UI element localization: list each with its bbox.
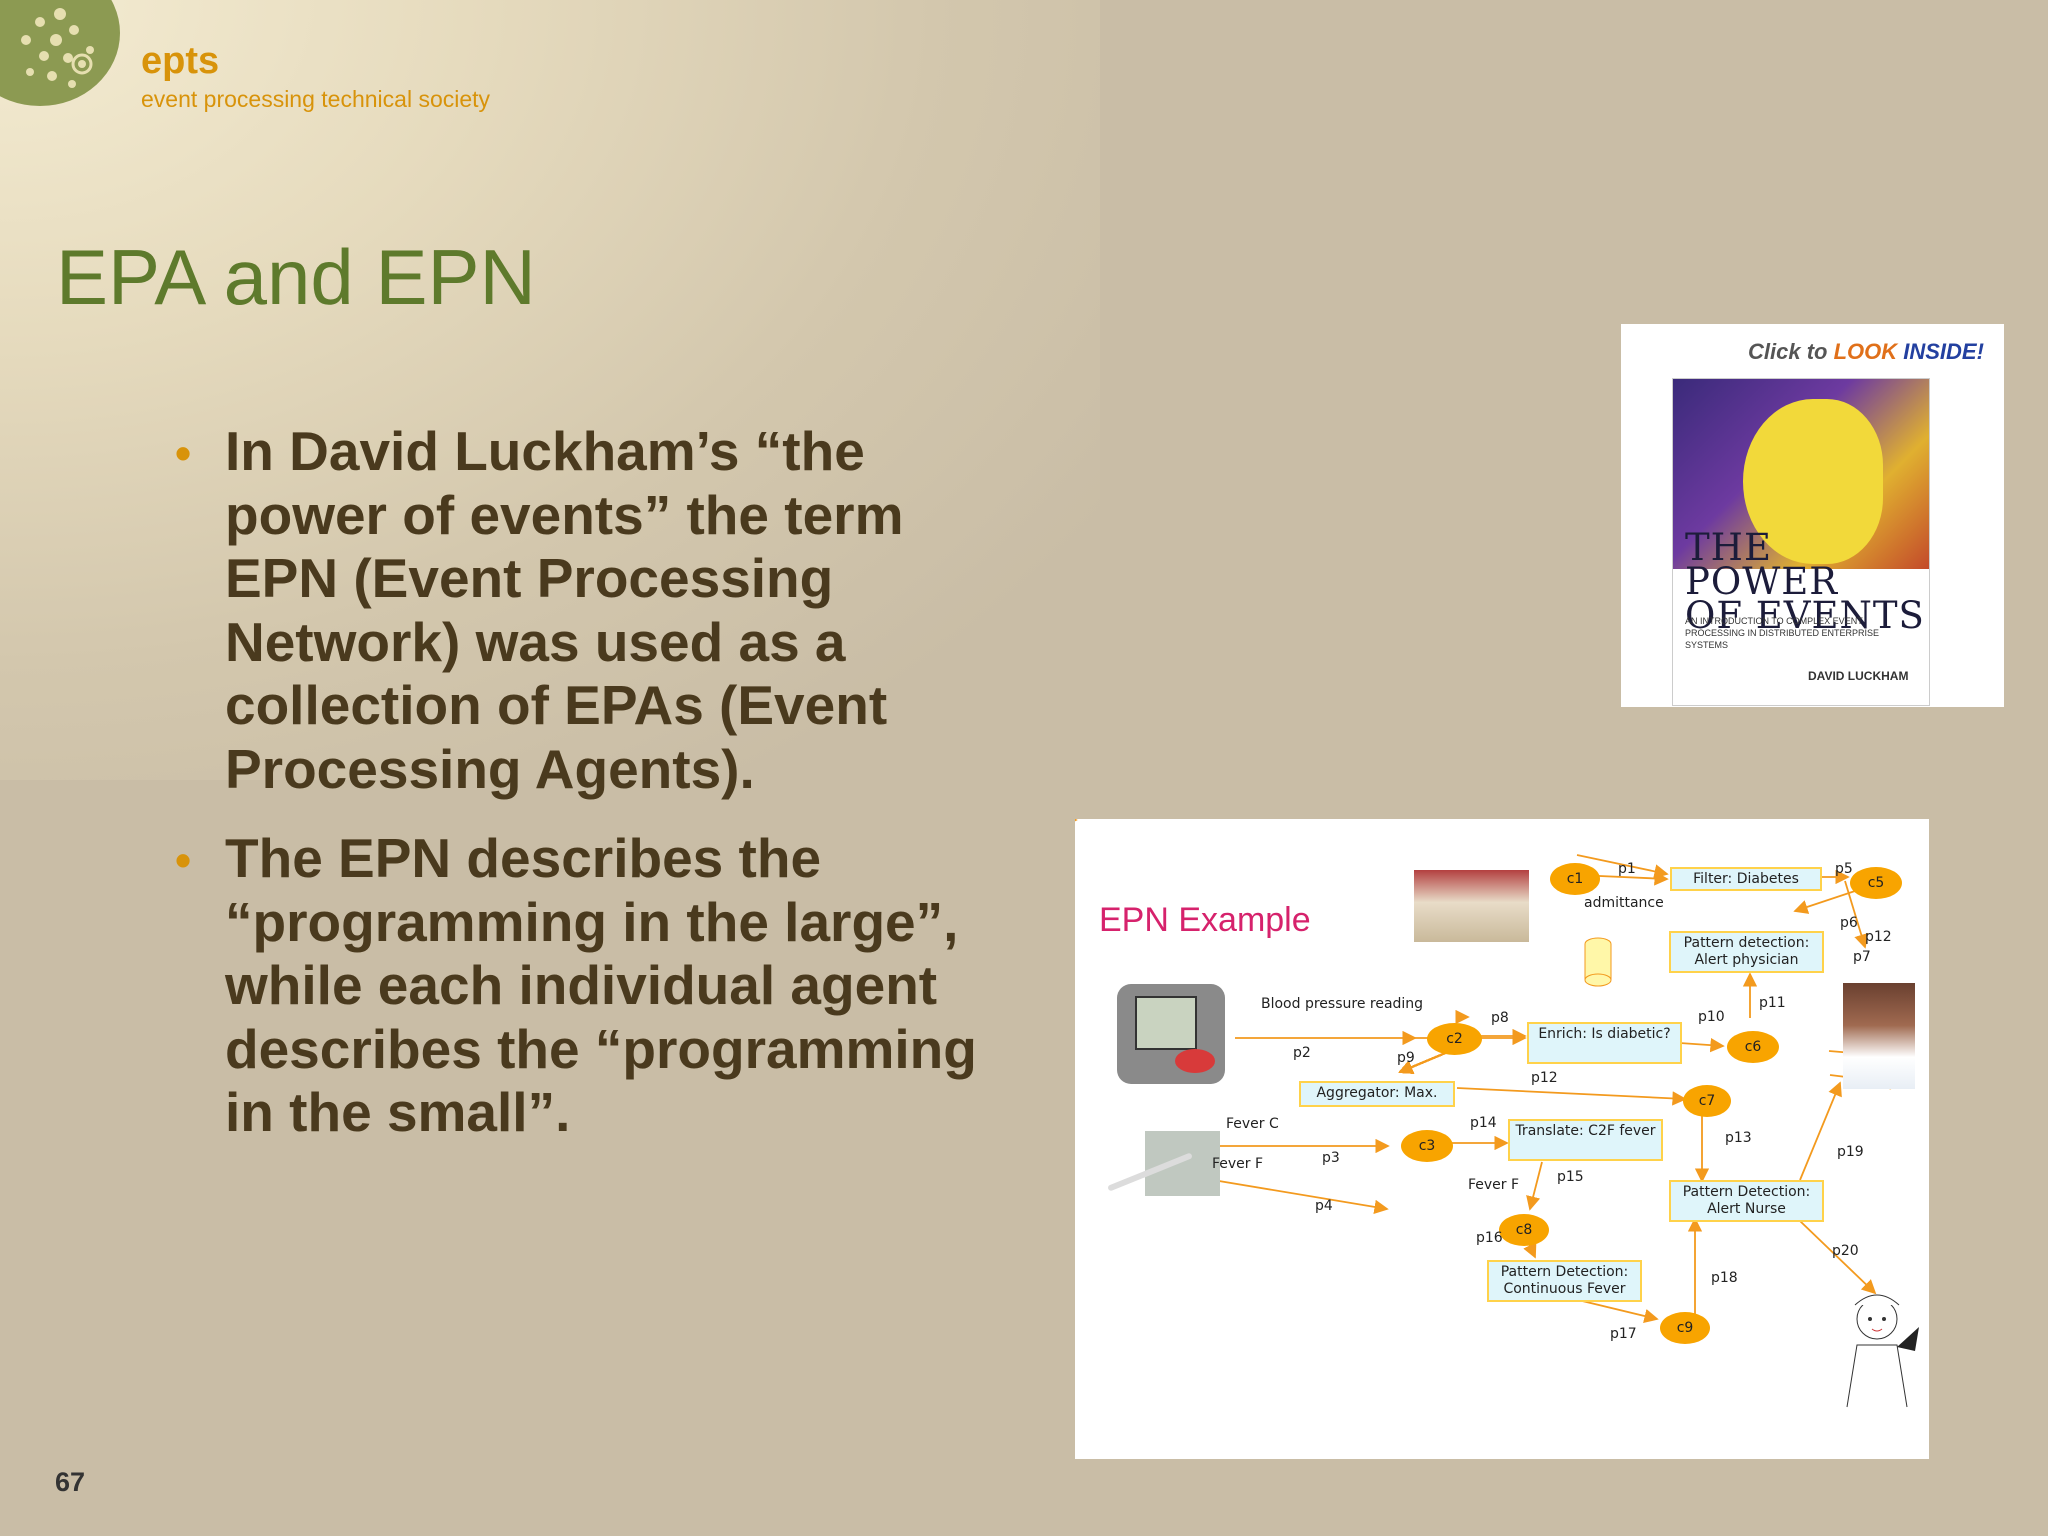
pipe-p20: p20: [1832, 1243, 1859, 1259]
channel-c5: c5: [1850, 867, 1902, 899]
aggregator-max-box: Aggregator: Max.: [1299, 1081, 1455, 1107]
pipe-p4: p4: [1315, 1198, 1333, 1214]
pipe-p15: p15: [1557, 1169, 1584, 1185]
look-inside-look: LOOK: [1833, 339, 1904, 364]
book-author: DAVID LUCKHAM: [1808, 669, 1909, 683]
look-inside-inside: INSIDE!: [1903, 339, 1984, 364]
bullet-text: In David Luckham’s “the power of events”…: [225, 420, 904, 800]
book-cover-art: [1673, 379, 1929, 569]
pipe-p2: p2: [1293, 1045, 1311, 1061]
doctor-image: [1843, 983, 1915, 1089]
bullet-item: • In David Luckham’s “the power of events…: [175, 420, 1015, 801]
thermometer-image: [1107, 1131, 1220, 1196]
pipe-p12: p12: [1865, 929, 1892, 945]
pipe-p13: p13: [1725, 1130, 1752, 1146]
translate-c2f-box: Translate: C2F fever: [1508, 1119, 1663, 1161]
channel-c8: c8: [1499, 1214, 1549, 1246]
pipe-p9: p9: [1397, 1050, 1415, 1066]
fever-f-label: Fever F: [1212, 1156, 1264, 1172]
pipe-p18: p18: [1711, 1270, 1738, 1286]
bullet-list: • In David Luckham’s “the power of events…: [175, 420, 1015, 1171]
pipe-p10: p10: [1698, 1009, 1725, 1025]
bullet-icon: •: [175, 834, 192, 886]
fever-c-label: Fever C: [1226, 1116, 1279, 1132]
channel-c7: c7: [1683, 1085, 1731, 1117]
bp-reading-label: Blood pressure reading: [1261, 996, 1424, 1012]
epn-example-title: EPN Example: [1099, 901, 1311, 939]
fever-f-label-2: Fever F: [1468, 1177, 1520, 1193]
book-title-line2: OF EVENTS: [1685, 594, 1925, 637]
reception-desk-image: [1414, 870, 1529, 942]
pattern-detection-alert-physician-box: Pattern detection: Alert physician: [1669, 931, 1824, 973]
pipe-p17: p17: [1610, 1326, 1637, 1342]
channel-c6: c6: [1727, 1031, 1779, 1063]
pipe-p14: p14: [1470, 1115, 1497, 1131]
look-inside-link[interactable]: Click to LOOK INSIDE!: [1748, 339, 1984, 365]
brand-name: epts: [141, 40, 220, 82]
pipe-p16: p16: [1476, 1230, 1503, 1246]
pipe-p7: p7: [1853, 949, 1871, 965]
slide-title: EPA and EPN: [56, 233, 536, 321]
book-intro: AN INTRODUCTION TO COMPLEX EVENT PROCESS…: [1685, 616, 1880, 650]
admittance-label: admittance: [1584, 895, 1664, 911]
pipe-p19: p19: [1837, 1144, 1864, 1160]
bullet-text: The EPN describes the “programming in th…: [225, 827, 977, 1143]
blood-pressure-monitor-image: [1117, 984, 1225, 1084]
book-title-line1: THE POWER: [1685, 526, 1839, 603]
enrich-diabetic-box: Enrich: Is diabetic?: [1527, 1022, 1682, 1064]
page-number: 67: [55, 1467, 86, 1497]
pipe-p11: p11: [1759, 995, 1786, 1011]
pipe-p6: p6: [1840, 915, 1858, 931]
pattern-detection-alert-nurse-box: Pattern Detection: Alert Nurse: [1669, 1180, 1824, 1222]
database-icon: [1583, 937, 1613, 987]
channel-c9: c9: [1660, 1312, 1710, 1344]
pipe-p3: p3: [1322, 1150, 1340, 1166]
pipe-p8: p8: [1491, 1010, 1509, 1026]
pipe-p1: p1: [1618, 861, 1636, 877]
book-face-illustration: [1743, 399, 1883, 564]
pipe-p5: p5: [1835, 861, 1853, 877]
channel-c1: c1: [1550, 863, 1600, 895]
pipe-p12-b: p12: [1531, 1070, 1558, 1086]
logo-dots-icon: [21, 8, 94, 88]
pattern-detection-continuous-fever-box: Pattern Detection: Continuous Fever: [1487, 1260, 1642, 1302]
background-glow: [0, 0, 1100, 780]
bullet-item: • The EPN describes the “programming in t…: [175, 827, 1015, 1145]
nurse-image: [1837, 1285, 1921, 1411]
epn-diagram: EPN Example Filter: Diabetes Pattern det…: [1075, 819, 1929, 1459]
channel-c3: c3: [1401, 1130, 1453, 1162]
look-inside-prefix: Click to: [1748, 339, 1834, 364]
channel-c2: c2: [1427, 1023, 1482, 1055]
bullet-icon: •: [175, 427, 192, 479]
filter-diabetes-box: Filter: Diabetes: [1670, 867, 1822, 891]
brand-subtitle: event processing technical society: [141, 86, 491, 112]
